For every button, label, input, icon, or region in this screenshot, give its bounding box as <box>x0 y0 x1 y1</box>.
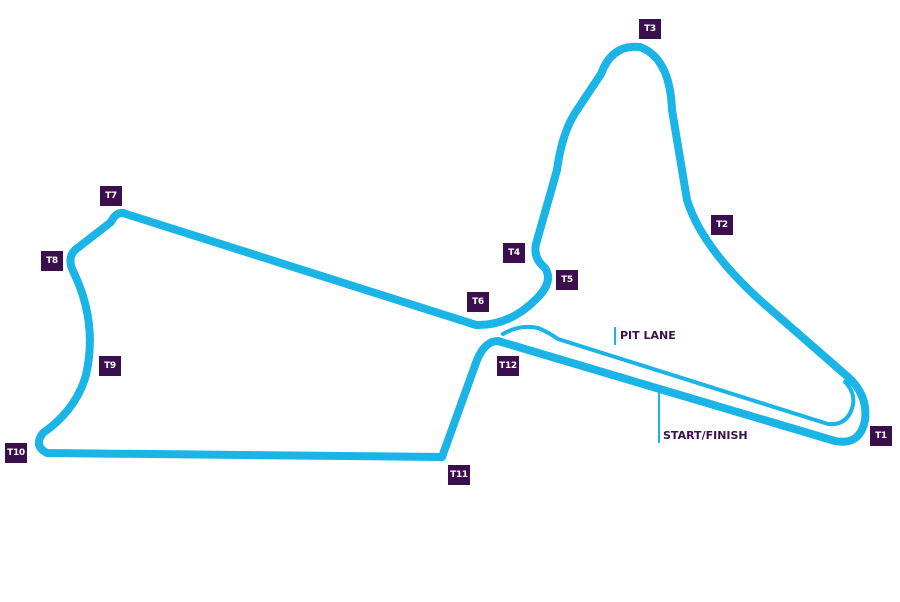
turn-label-t4: T4 <box>503 243 525 263</box>
start-finish-label: START/FINISH <box>663 429 748 442</box>
turn-label-t5: T5 <box>556 270 578 290</box>
turn-label-t11: T11 <box>448 465 470 485</box>
race-track-path <box>34 42 870 461</box>
turn-label-t10: T10 <box>5 443 27 463</box>
pit-lane-label: PIT LANE <box>620 329 676 342</box>
turn-label-t1: T1 <box>870 426 892 446</box>
turn-label-t9: T9 <box>99 356 121 376</box>
turn-label-t8: T8 <box>41 251 63 271</box>
turn-label-t3: T3 <box>639 19 661 39</box>
turn-label-t12: T12 <box>497 356 519 376</box>
turn-label-t2: T2 <box>711 215 733 235</box>
turn-label-t7: T7 <box>100 186 122 206</box>
turn-label-t6: T6 <box>467 292 489 312</box>
pit-lane-path <box>501 324 856 427</box>
